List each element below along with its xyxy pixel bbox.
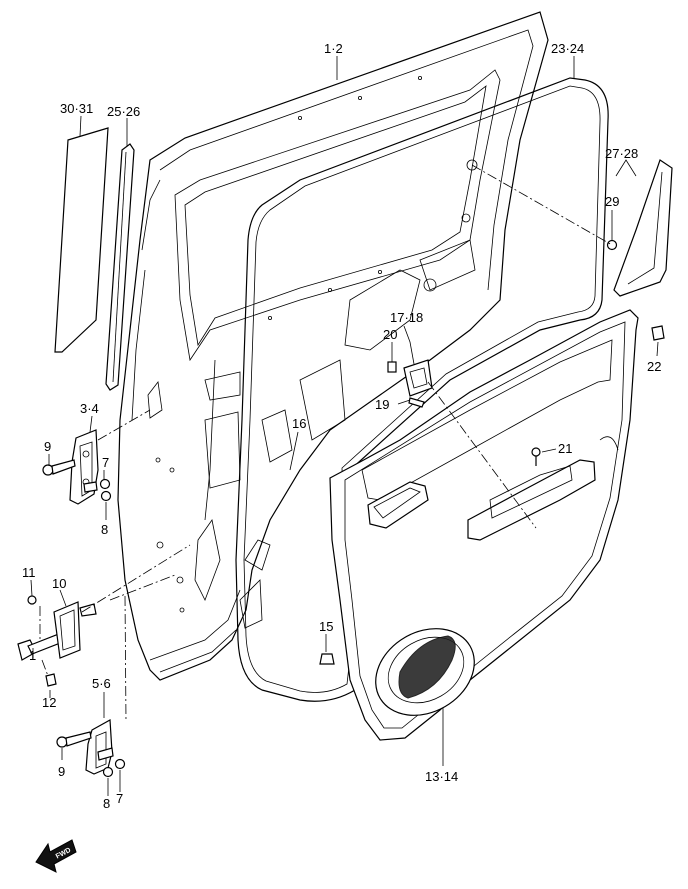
lower-hinge (56, 719, 126, 778)
clip-20 (387, 361, 397, 373)
callout-19: 19 (375, 397, 389, 412)
screw-19 (408, 397, 425, 408)
callout-9-upper: 9 (44, 439, 51, 454)
fwd-arrow-icon: FWD (35, 839, 77, 873)
callout-3-4: 3·4 (80, 401, 99, 416)
callout-30-31: 30·31 (60, 101, 93, 116)
callout-12: 12 (42, 695, 56, 710)
callout-15: 15 (319, 619, 333, 634)
callout-8-upper: 8 (101, 522, 108, 537)
screw-21 (531, 447, 541, 466)
callout-11: 11 (22, 565, 36, 580)
door-outer-panel (117, 11, 549, 681)
callout-22: 22 (647, 359, 661, 374)
door-trim-panel (329, 309, 639, 741)
callout-labels: 1·2 23·24 30·31 25·26 27·28 29 22 17·18 … (22, 41, 661, 811)
callout-23-24: 23·24 (551, 41, 584, 56)
callout-8-lower: 8 (103, 796, 110, 811)
callout-1-2: 1·2 (324, 41, 343, 56)
callout-25-26: 25·26 (107, 104, 140, 119)
callout-17-18: 17·18 (390, 310, 423, 325)
callout-7-lower: 7 (116, 791, 123, 806)
leader-lines (30, 56, 659, 796)
clip-15 (319, 653, 335, 665)
trim-strip (54, 127, 109, 353)
inner-bracket (403, 359, 433, 397)
screw-29 (606, 239, 618, 251)
clip-22 (651, 325, 665, 341)
callout-7-upper: 7 (102, 455, 109, 470)
door-weatherstrip (235, 77, 609, 702)
callout-1: 1 (29, 648, 36, 663)
seal-strip (105, 143, 135, 391)
callout-10: 10 (52, 576, 66, 591)
callout-9-lower: 9 (58, 764, 65, 779)
callout-5-6: 5·6 (92, 676, 111, 691)
callout-20: 20 (383, 327, 397, 342)
callout-21: 21 (558, 441, 572, 456)
callout-13-14: 13·14 (425, 769, 458, 784)
callout-27-28: 27·28 (605, 146, 638, 161)
corner-garnish (613, 159, 673, 297)
assembly-lines (39, 164, 613, 723)
door-check (17, 595, 97, 687)
callout-16: 16 (292, 416, 306, 431)
callout-29: 29 (605, 194, 619, 209)
upper-hinge (42, 429, 112, 505)
